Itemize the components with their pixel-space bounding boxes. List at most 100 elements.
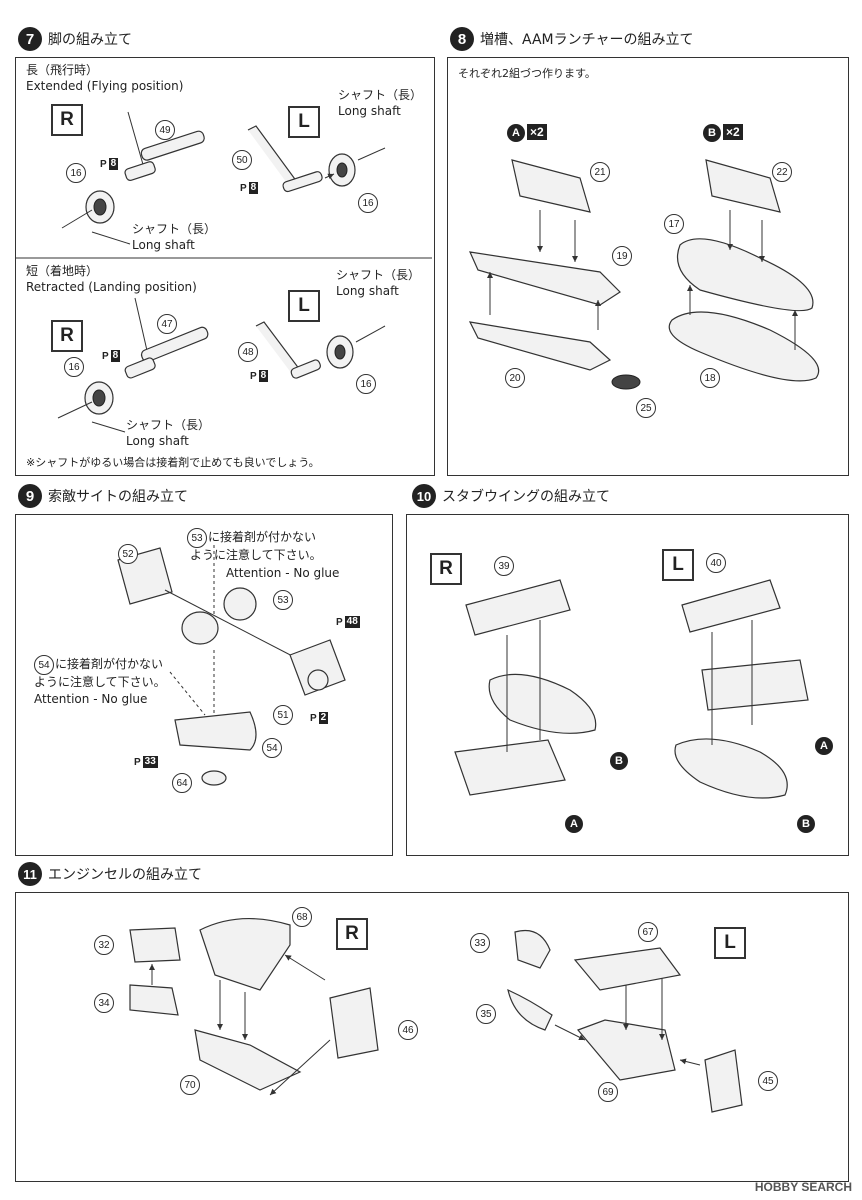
landing-gear-r-retracted bbox=[57, 297, 209, 433]
r-label-extended: R bbox=[51, 104, 83, 136]
part-16-a: 16 bbox=[66, 163, 86, 183]
step8-panel bbox=[447, 57, 849, 476]
part-32: 32 bbox=[94, 935, 114, 955]
landing-gear-r-extended bbox=[61, 111, 205, 245]
part-35: 35 bbox=[476, 1004, 496, 1024]
note54-en: Attention - No glue bbox=[34, 692, 148, 706]
step10-panel bbox=[406, 514, 849, 856]
step10-header: 10 スタブウイングの組み立て bbox=[412, 484, 610, 508]
part-16-b: 16 bbox=[358, 193, 378, 213]
part-25: 25 bbox=[636, 398, 656, 418]
part-68: 68 bbox=[292, 907, 312, 927]
shaft-label-en-a: Long shaft bbox=[132, 238, 195, 252]
part-49: 49 bbox=[155, 120, 175, 140]
part-69: 69 bbox=[598, 1082, 618, 1102]
l-label-step10: L bbox=[662, 549, 694, 581]
part-52: 52 bbox=[118, 544, 138, 564]
shaft-label-jp-b: シャフト（長） bbox=[338, 88, 423, 102]
step9-title: 索敵サイトの組み立て bbox=[48, 489, 188, 505]
shaft-label-jp-a: シャフト（長） bbox=[132, 222, 217, 236]
step7-header: 7 脚の組み立て bbox=[18, 27, 132, 51]
part-17: 17 bbox=[664, 214, 684, 234]
note53-num: 53 bbox=[187, 528, 207, 548]
part-39: 39 bbox=[494, 556, 514, 576]
stub-wing-l bbox=[674, 579, 809, 799]
part-34: 34 bbox=[94, 993, 114, 1013]
step11-number: 11 bbox=[18, 862, 42, 886]
step9-number: 9 bbox=[18, 484, 42, 508]
search-sight-assembly bbox=[117, 545, 346, 786]
part-64: 64 bbox=[172, 773, 192, 793]
part-18: 18 bbox=[700, 368, 720, 388]
retracted-label-jp: 短（着地時） bbox=[26, 264, 99, 278]
marker-a-r: A bbox=[565, 815, 583, 833]
part-19: 19 bbox=[612, 246, 632, 266]
part-16-c: 16 bbox=[64, 357, 84, 377]
r-label-step10: R bbox=[430, 553, 462, 585]
part-51: 51 bbox=[273, 705, 293, 725]
part-67: 67 bbox=[638, 922, 658, 942]
shaft-label-en-b: Long shaft bbox=[338, 104, 401, 118]
part-48: 48 bbox=[238, 342, 258, 362]
times-two-b: ×2 bbox=[723, 124, 743, 140]
part-21: 21 bbox=[590, 162, 610, 182]
marker-b-step8: B bbox=[703, 124, 721, 142]
step8-header: 8 増槽、AAMランチャーの組み立て bbox=[450, 27, 693, 51]
extended-label-jp: 長（飛行時） bbox=[26, 63, 99, 77]
l-label-step11: L bbox=[714, 927, 746, 959]
step11-panel bbox=[15, 892, 849, 1182]
step10-number: 10 bbox=[412, 484, 436, 508]
step11-header: 11 エンジンセルの組み立て bbox=[18, 862, 202, 886]
note54-jp2: ように注意して下さい。 bbox=[34, 675, 166, 689]
part-20: 20 bbox=[505, 368, 525, 388]
part-45: 45 bbox=[758, 1071, 778, 1091]
r-label-step11: R bbox=[336, 918, 368, 950]
engine-nacelle-r bbox=[129, 918, 379, 1096]
step7-panel bbox=[15, 57, 435, 476]
marker-a-step8: A bbox=[507, 124, 525, 142]
step7-number: 7 bbox=[18, 27, 42, 51]
times-two-a: ×2 bbox=[527, 124, 547, 140]
note54-num: 54 bbox=[34, 655, 54, 675]
note53-jp2: ように注意して下さい。 bbox=[190, 548, 322, 562]
shaft-label-en-d: Long shaft bbox=[126, 434, 189, 448]
aam-launcher-assembly bbox=[468, 159, 641, 390]
part-40: 40 bbox=[706, 553, 726, 573]
note53-en: Attention - No glue bbox=[226, 566, 340, 580]
watermark: HOBBY SEARCH bbox=[754, 1180, 852, 1194]
part-50: 50 bbox=[232, 150, 252, 170]
part-70: 70 bbox=[180, 1075, 200, 1095]
part-46: 46 bbox=[398, 1020, 418, 1040]
marker-b-l: B bbox=[797, 815, 815, 833]
part-22: 22 bbox=[772, 162, 792, 182]
l-label-retracted: L bbox=[288, 290, 320, 322]
landing-gear-l-retracted bbox=[255, 321, 386, 379]
step7-title: 脚の組み立て bbox=[48, 32, 132, 48]
step8-number: 8 bbox=[450, 27, 474, 51]
part-54: 54 bbox=[262, 738, 282, 758]
marker-a-l: A bbox=[815, 737, 833, 755]
step10-title: スタブウイングの組み立て bbox=[442, 489, 610, 505]
step11-title: エンジンセルの組み立て bbox=[48, 867, 202, 883]
landing-gear-l-extended bbox=[247, 125, 386, 193]
step8-note: それぞれ2組づつ作ります。 bbox=[458, 67, 596, 80]
l-label-extended: L bbox=[288, 106, 320, 138]
part-16-d: 16 bbox=[356, 374, 376, 394]
note54-jp1: に接着剤が付かない bbox=[55, 657, 164, 671]
step9-panel bbox=[15, 514, 393, 856]
step9-header: 9 索敵サイトの組み立て bbox=[18, 484, 188, 508]
stub-wing-r bbox=[454, 579, 597, 796]
extended-label-en: Extended (Flying position) bbox=[26, 79, 184, 93]
note53-jp1: に接着剤が付かない bbox=[208, 530, 317, 544]
shaft-label-jp-c: シャフト（長） bbox=[336, 268, 421, 282]
step8-title: 増槽、AAMランチャーの組み立て bbox=[480, 32, 694, 48]
r-label-retracted: R bbox=[51, 320, 83, 352]
part-53: 53 bbox=[273, 590, 293, 610]
